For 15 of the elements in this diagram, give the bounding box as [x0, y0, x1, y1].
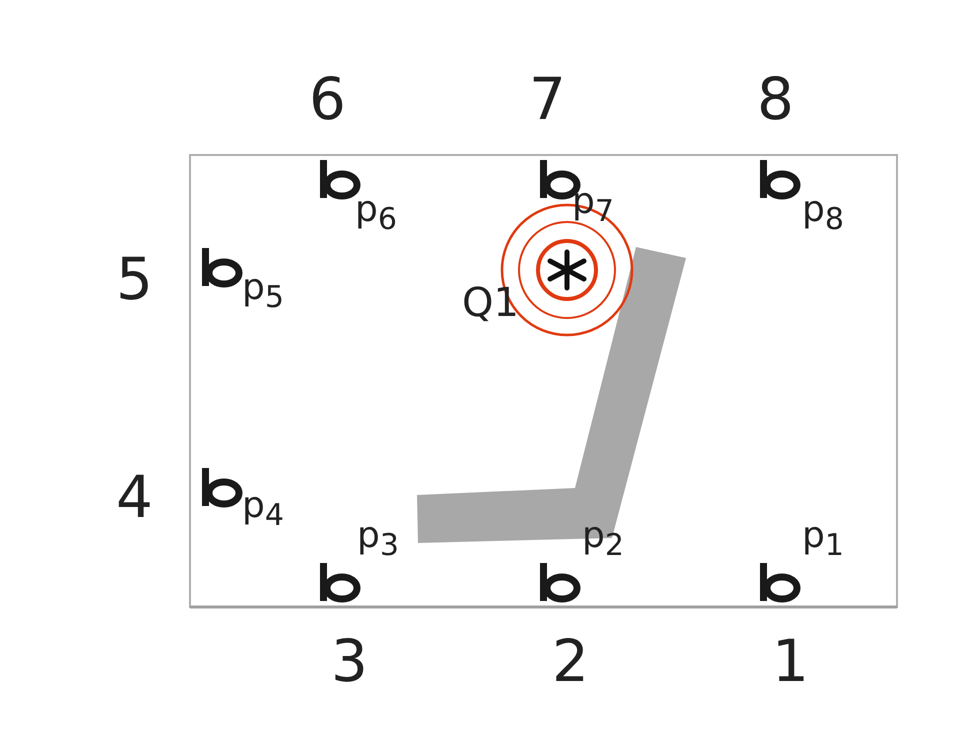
position-number: 7 — [529, 70, 566, 128]
position-number: 8 — [757, 70, 794, 128]
point-label: p$_{8}$ — [802, 192, 844, 236]
point-label: p$_{4}$ — [242, 488, 284, 532]
position-number: 5 — [116, 250, 153, 308]
point-label: p$_{6}$ — [355, 192, 397, 236]
source-label: Q1 — [462, 283, 519, 323]
point-label: p$_{3}$ — [357, 518, 399, 562]
position-number: 3 — [331, 632, 368, 690]
position-number: 4 — [116, 468, 153, 526]
position-number: 6 — [309, 70, 346, 128]
point-label: p$_{1}$ — [802, 518, 844, 562]
point-label: p$_{5}$ — [242, 270, 284, 314]
position-number: 2 — [552, 632, 589, 690]
position-number: 1 — [772, 632, 809, 690]
